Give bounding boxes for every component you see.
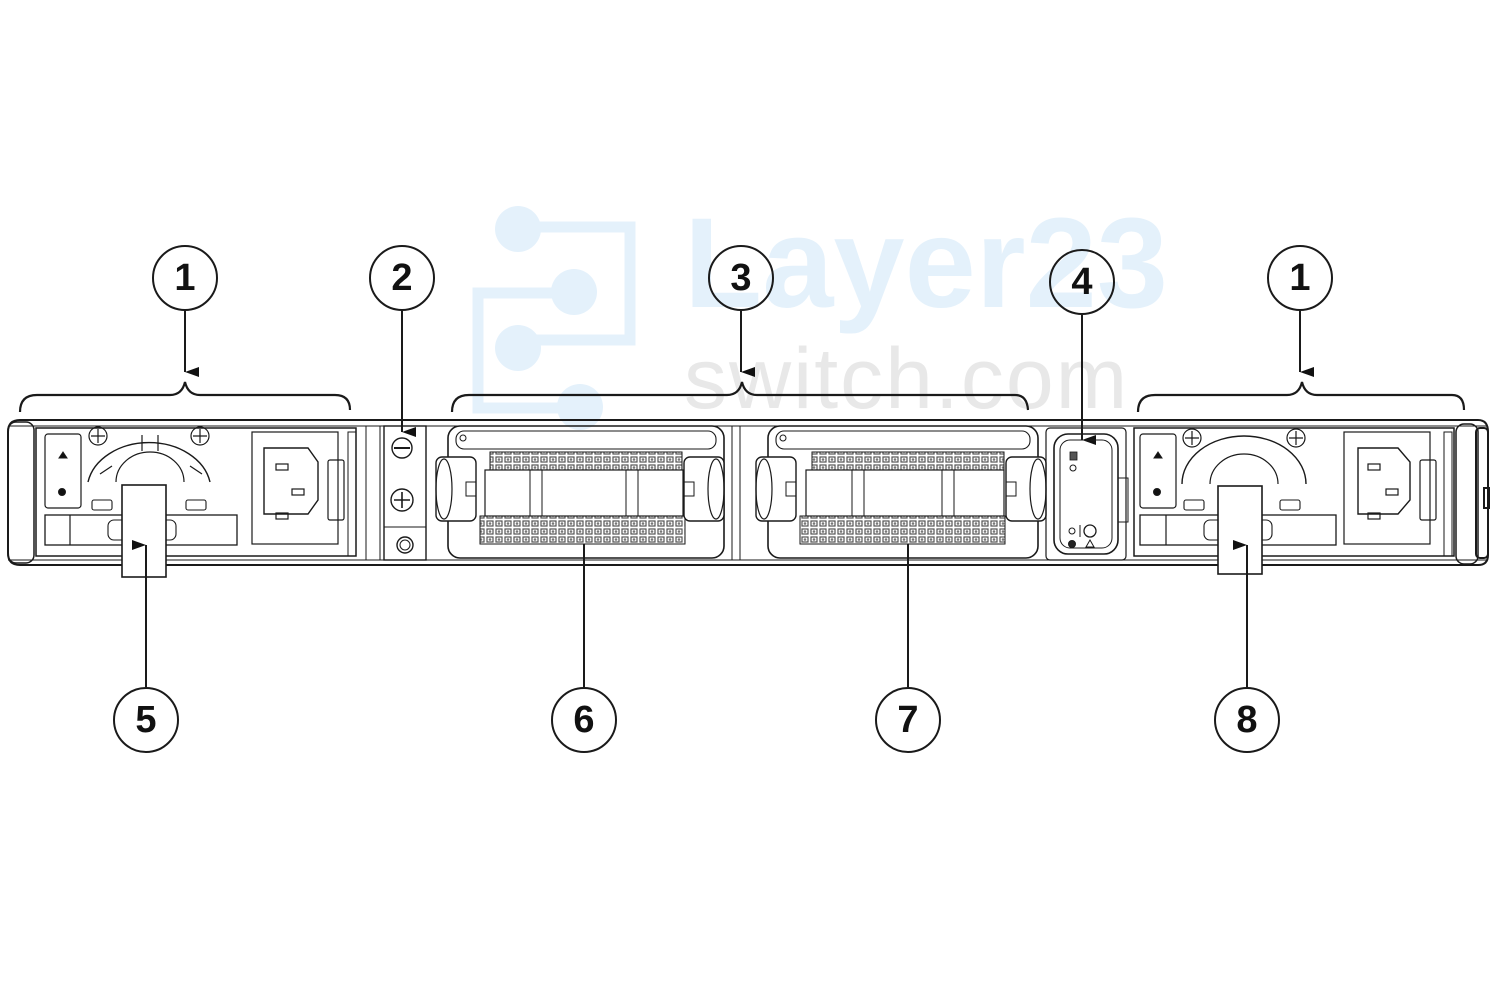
callout-label: 6 bbox=[573, 698, 595, 741]
chassis-frame bbox=[7, 419, 1490, 566]
callout-6-fan-module-1: 6 bbox=[551, 687, 617, 753]
brace-fans bbox=[450, 381, 1030, 413]
callout-label: 5 bbox=[135, 698, 157, 741]
callout-5-psu-left-handle: 5 bbox=[113, 687, 179, 753]
callout-7-fan-module-2: 7 bbox=[875, 687, 941, 753]
callout-1-power-supply-left: 1 bbox=[152, 245, 218, 311]
callout-1-power-supply-right: 1 bbox=[1267, 245, 1333, 311]
watermark-logo-icon bbox=[472, 206, 636, 430]
callout-3-fan-modules: 3 bbox=[708, 245, 774, 311]
psu-right-handle bbox=[1217, 485, 1263, 575]
callout-label: 7 bbox=[897, 698, 919, 741]
callout-label: 1 bbox=[1289, 256, 1311, 299]
brace-psu-right bbox=[1136, 381, 1466, 413]
callout-label: 2 bbox=[391, 256, 413, 299]
psu-left-handle bbox=[121, 484, 167, 578]
callout-2-grounding-pad: 2 bbox=[369, 245, 435, 311]
power-supply-right bbox=[1133, 423, 1479, 565]
watermark-domain: switch.com bbox=[684, 331, 1130, 427]
brace-psu-left bbox=[18, 381, 352, 413]
grounding-screw-pad bbox=[365, 425, 427, 561]
power-supply-left bbox=[7, 421, 357, 564]
callout-8-psu-right-handle: 8 bbox=[1214, 687, 1280, 753]
callout-label: 3 bbox=[730, 256, 752, 299]
callout-label: 4 bbox=[1071, 260, 1093, 303]
fan-module-1 bbox=[435, 425, 725, 559]
brace-group bbox=[18, 381, 1466, 413]
callout-4-status-led: 4 bbox=[1049, 249, 1115, 315]
status-led-module bbox=[1045, 427, 1129, 561]
fan-module-2 bbox=[755, 425, 1047, 559]
callout-label: 1 bbox=[174, 256, 196, 299]
callout-label: 8 bbox=[1236, 698, 1258, 741]
